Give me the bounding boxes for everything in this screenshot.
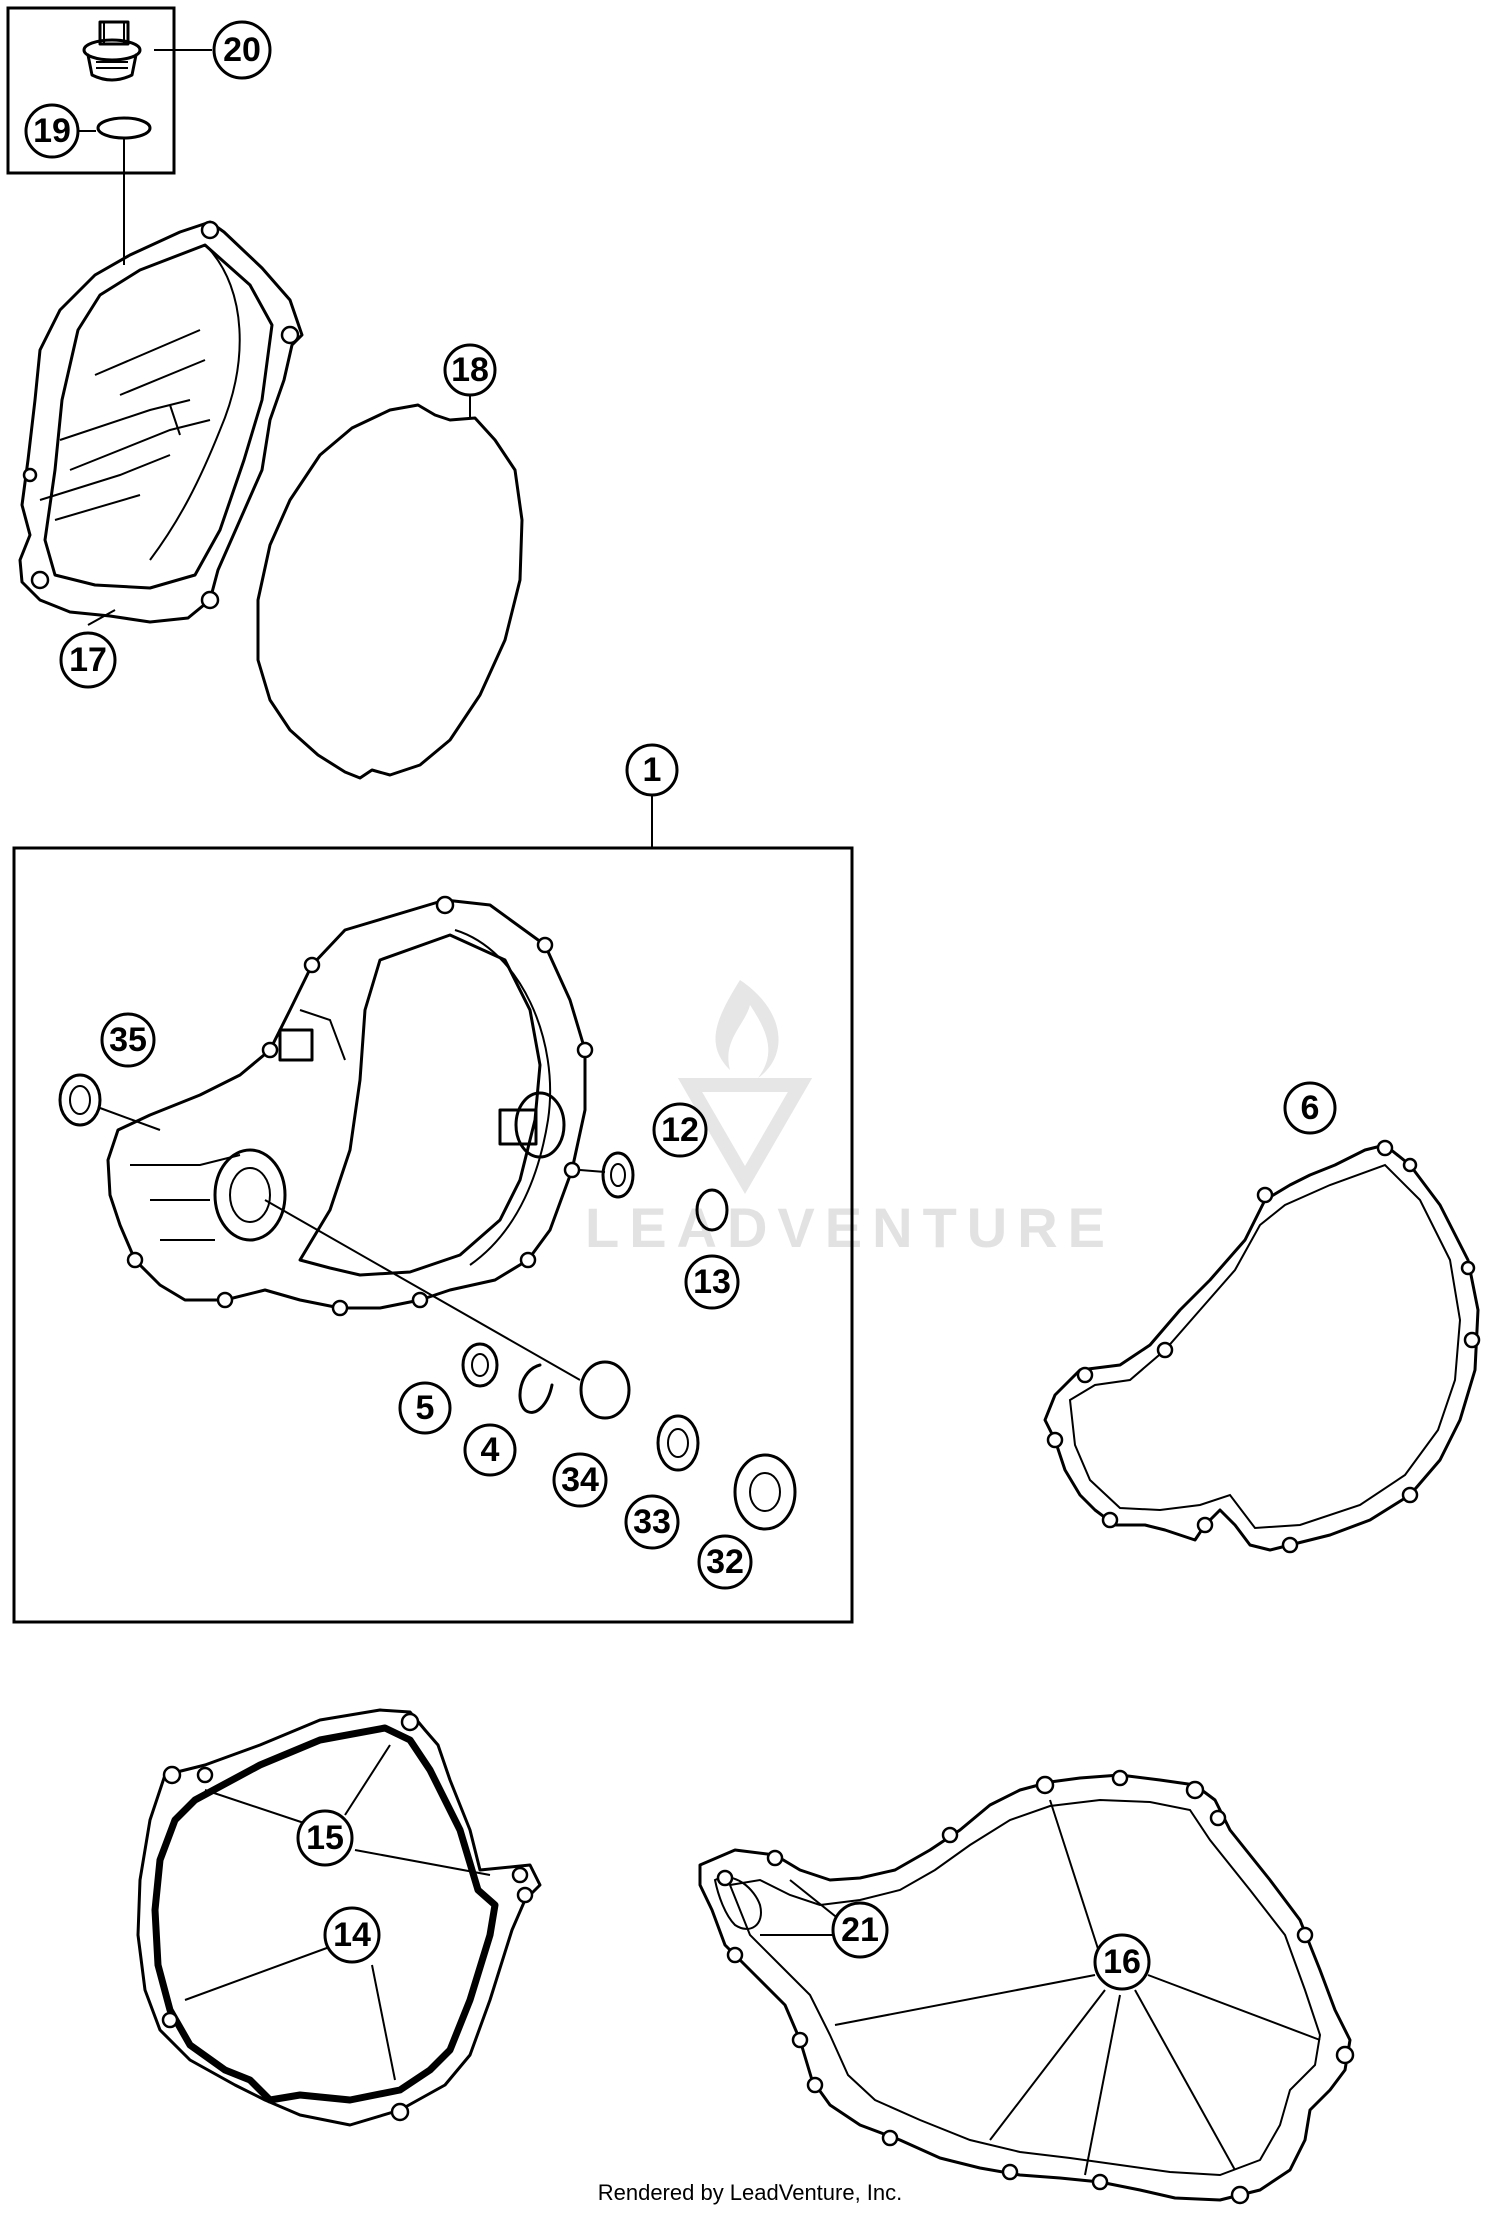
callout-12: 12 [652,1102,708,1158]
callout-18: 18 [443,343,497,397]
callout-35-label: 35 [109,1021,147,1059]
assembly-frame [12,846,854,1624]
callout-6: 6 [1283,1081,1337,1135]
outer-clutch-cover [18,220,304,626]
bearing-33 [656,1414,700,1472]
seal-5 [461,1342,499,1388]
callout-35: 35 [100,1012,156,1068]
callout-6-label: 6 [1301,1089,1320,1127]
callout-18-label: 18 [451,351,489,389]
callout-20-label: 20 [223,31,261,69]
callout-34: 34 [552,1452,608,1508]
callout-20: 20 [212,20,272,80]
clutch-cover-assembly [12,795,854,1624]
oil-filler-plug [82,20,142,82]
callout-13: 13 [684,1254,740,1310]
gasket-6 [1043,1139,1481,1554]
callout-13-label: 13 [693,1263,731,1301]
o-ring-34 [579,1360,631,1420]
callout-15: 15 [296,1809,354,1867]
callout-34-label: 34 [561,1461,599,1499]
circlip-4 [518,1363,554,1414]
callout-4-label: 4 [481,1431,500,1469]
watermark-text: LEADVENTURE [585,1196,1115,1259]
callout-16: 16 [1093,1933,1151,1991]
callout-1: 1 [625,743,679,797]
bearing-12 [601,1151,635,1199]
callout-16-label: 16 [1103,1943,1141,1981]
callout-14-label: 14 [333,1916,371,1954]
oil-plug-group [6,6,212,265]
callout-19: 19 [24,103,80,159]
callout-32: 32 [697,1534,753,1590]
callout-33-label: 33 [633,1503,671,1541]
o-ring-19 [96,116,152,140]
gasket-14-15 [136,1708,542,2127]
callout-5-label: 5 [416,1389,435,1427]
callout-21-label: 21 [841,1911,879,1949]
callout-14: 14 [323,1906,381,1964]
callout-17: 17 [59,631,117,689]
oil-plug-frame [6,6,176,175]
callout-12-label: 12 [661,1111,699,1149]
callout-21: 21 [831,1901,889,1959]
leadventure-watermark: LEADVENTURE [585,980,1115,1259]
callout-32-label: 32 [706,1543,744,1581]
callout-33: 33 [624,1494,680,1550]
callout-5: 5 [398,1381,452,1435]
callout-15-label: 15 [306,1819,344,1857]
callout-1-label: 1 [643,751,662,789]
callout-4: 4 [463,1423,517,1477]
callout-19-label: 19 [33,112,71,150]
o-ring-13 [695,1188,729,1232]
gasket-16-21 [698,1769,1355,2205]
outer-cover-gasket [256,395,524,780]
bearing-32 [733,1453,797,1531]
render-credit: Rendered by LeadVenture, Inc. [598,2180,903,2205]
seal-35 [58,1073,102,1127]
callout-17-label: 17 [69,641,107,679]
